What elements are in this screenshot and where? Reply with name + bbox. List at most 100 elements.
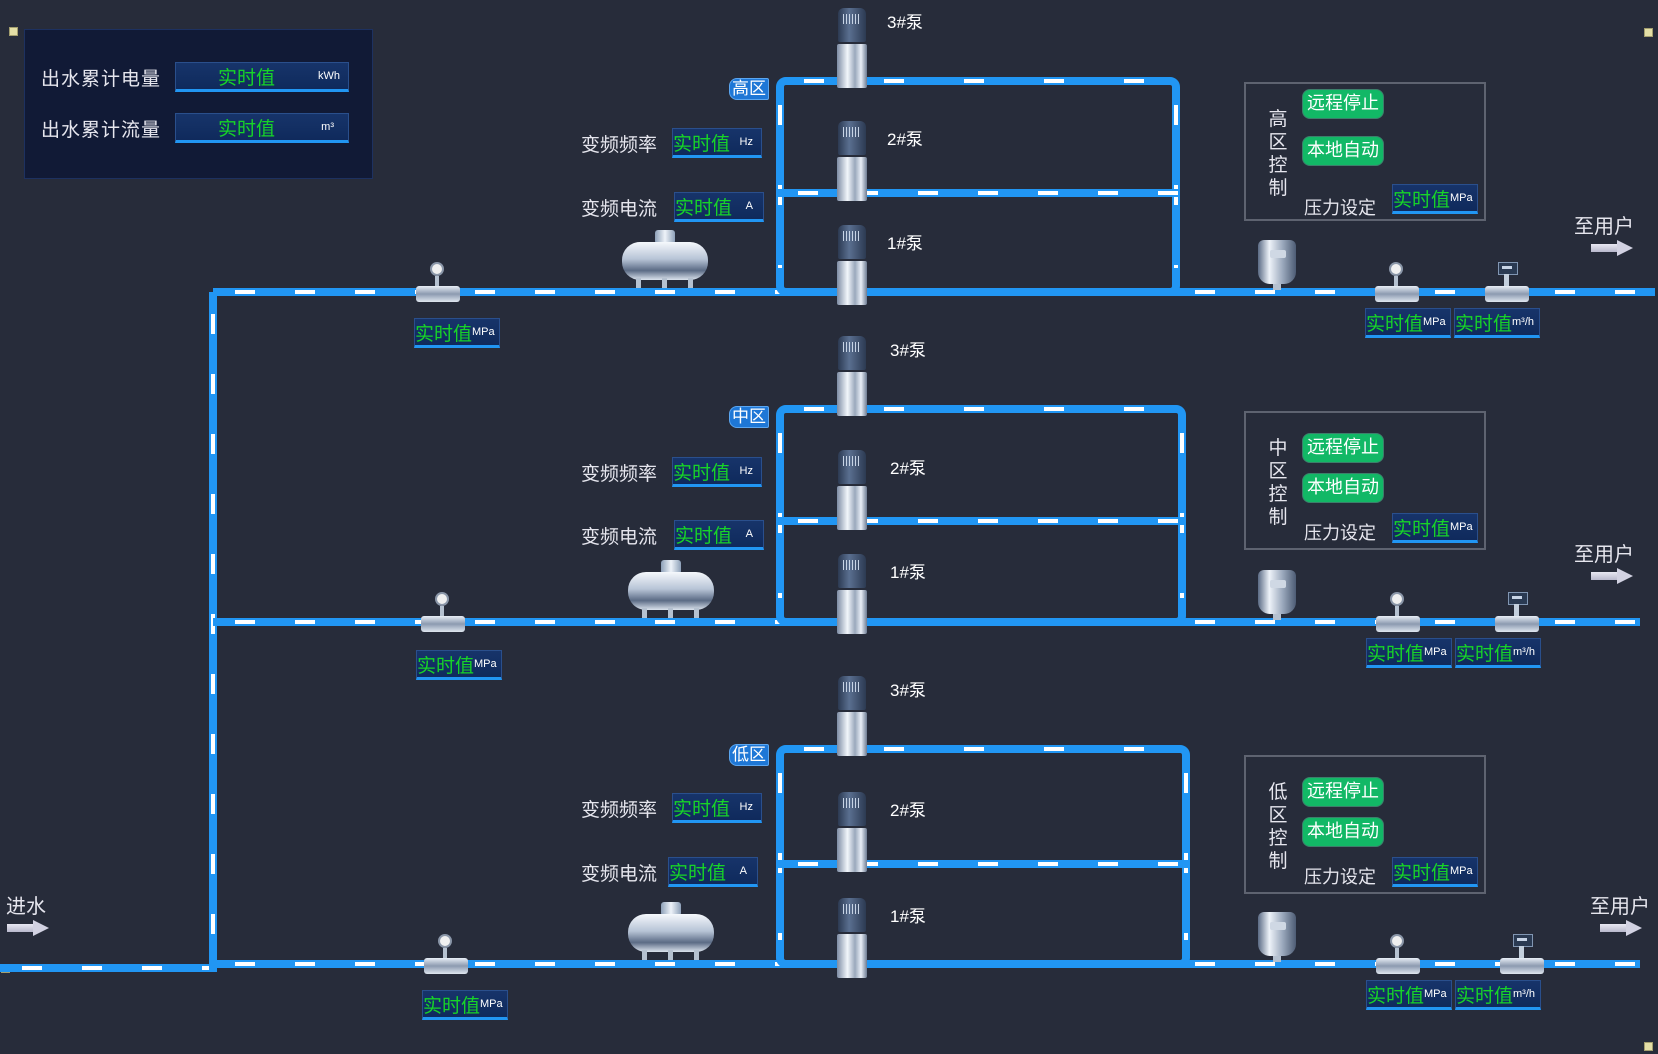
- pipe-inlet-main: [0, 964, 215, 972]
- horizontal-tank-mid: [628, 558, 714, 620]
- outlet-pressure-unit-mid: MPa: [1424, 646, 1447, 658]
- pressure-setpoint-label-low: 压力设定: [1304, 867, 1376, 888]
- pump-label-low-1: 1#泵: [890, 907, 926, 926]
- pipe-riser: [209, 292, 217, 972]
- outlet-flow-value-high: 实时值: [1455, 312, 1513, 335]
- pressure-setpoint-value-low: 实时值: [1393, 861, 1451, 884]
- current-value-box-mid: 实时值 A: [674, 520, 764, 550]
- pressure-gauge-mid-outlet: [1376, 592, 1420, 636]
- pump-label-mid-3: 3#泵: [890, 341, 926, 360]
- flow-meter-high: [1485, 262, 1529, 306]
- pump-mid-3[interactable]: [834, 336, 870, 418]
- control-title-low: 低区控制: [1268, 781, 1288, 872]
- pump-label-high-3: 3#泵: [887, 13, 923, 32]
- pump-mid-1[interactable]: [834, 554, 870, 636]
- current-label-high: 变频电流: [581, 198, 658, 220]
- pump-mid-2[interactable]: [834, 450, 870, 532]
- remote-stop-button-high[interactable]: 远程停止: [1302, 89, 1384, 119]
- pump-high-1[interactable]: [834, 225, 870, 307]
- flow-total-unit: m³: [321, 121, 334, 133]
- freq-label-low: 变频频率: [581, 799, 658, 821]
- freq-value-box-low: 实时值 Hz: [672, 793, 762, 823]
- pump-high-2[interactable]: [834, 121, 870, 203]
- current-value-box-low: 实时值 A: [668, 857, 758, 887]
- flow-total-value: 实时值: [218, 117, 276, 140]
- current-label-mid: 变频电流: [581, 526, 658, 548]
- pressure-setpoint-box-high[interactable]: 实时值 MPa: [1392, 184, 1478, 214]
- pressure-setpoint-label-high: 压力设定: [1304, 198, 1376, 219]
- pump-high-3[interactable]: [834, 8, 870, 90]
- pump-low-3[interactable]: [834, 676, 870, 758]
- outlet-pressure-unit-high: MPa: [1423, 316, 1446, 328]
- pipe-high-pump-loop: [776, 77, 1180, 296]
- flow-meter-low: [1500, 934, 1544, 978]
- outlet-flow-box-mid: 实时值 m³/h: [1455, 638, 1541, 668]
- pressure-gauge-low-inlet: [424, 934, 468, 978]
- pump-low-1[interactable]: [834, 898, 870, 980]
- remote-stop-button-mid[interactable]: 远程停止: [1302, 433, 1384, 463]
- outlet-flow-unit-high: m³/h: [1512, 316, 1535, 328]
- control-panel-low: 低区控制 远程停止 本地自动 压力设定 实时值 MPa: [1244, 755, 1486, 894]
- pump-label-high-2: 2#泵: [887, 130, 923, 149]
- freq-value-low: 实时值: [673, 797, 731, 820]
- freq-unit-high: Hz: [739, 136, 753, 148]
- zone-tag-mid: 中区: [729, 406, 769, 428]
- inlet-pressure-value-mid: 实时值: [417, 654, 475, 677]
- pressure-gauge-high-outlet: [1375, 262, 1419, 306]
- current-value-mid: 实时值: [675, 524, 733, 547]
- energy-label: 出水累计电量: [41, 67, 162, 90]
- freq-label-high: 变频频率: [581, 134, 658, 156]
- pump-label-mid-2: 2#泵: [890, 459, 926, 478]
- pressure-setpoint-label-mid: 压力设定: [1304, 523, 1376, 544]
- energy-unit: kWh: [318, 70, 340, 82]
- pressure-setpoint-box-mid[interactable]: 实时值 MPa: [1392, 513, 1478, 543]
- zone-tag-low: 低区: [729, 744, 769, 766]
- current-label-low: 变频电流: [581, 863, 658, 885]
- energy-value: 实时值: [218, 66, 276, 89]
- summary-panel: 出水累计电量 实时值 kWh 出水累计流量 实时值 m³: [24, 29, 373, 179]
- outlet-pressure-unit-low: MPa: [1424, 988, 1447, 1000]
- freq-value-mid: 实时值: [673, 461, 731, 484]
- outlet-pressure-value-high: 实时值: [1366, 312, 1424, 335]
- remote-stop-button-low[interactable]: 远程停止: [1302, 777, 1384, 807]
- pressure-tank-low: [1258, 912, 1296, 962]
- flow-total-label: 出水累计流量: [41, 118, 162, 141]
- dest-label-low: 至用户: [1590, 894, 1650, 918]
- pressure-gauge-mid-inlet: [421, 592, 465, 636]
- outlet-pressure-value-low: 实时值: [1367, 984, 1425, 1007]
- current-value-box-high: 实时值 A: [674, 192, 764, 222]
- pressure-setpoint-box-low[interactable]: 实时值 MPa: [1392, 857, 1478, 887]
- pressure-setpoint-value-mid: 实时值: [1393, 517, 1451, 540]
- inlet-pressure-unit-low: MPa: [480, 998, 503, 1010]
- horizontal-tank-high: [622, 228, 708, 290]
- current-value-high: 实时值: [675, 196, 733, 219]
- pipe-mid-mid-branch: [776, 517, 1186, 525]
- horizontal-tank-low: [628, 900, 714, 962]
- control-panel-high: 高区控制 远程停止 本地自动 压力设定 实时值 MPa: [1244, 82, 1486, 221]
- flow-total-value-box: 实时值 m³: [175, 113, 349, 143]
- pressure-gauge-high-inlet: [416, 262, 460, 306]
- freq-value-box-high: 实时值 Hz: [672, 128, 762, 158]
- outlet-flow-unit-low: m³/h: [1513, 988, 1536, 1000]
- summary-row-flow: 出水累计流量 实时值 m³: [41, 113, 349, 143]
- outlet-flow-value-low: 实时值: [1456, 984, 1514, 1007]
- outlet-arrow-icon-mid: [1591, 568, 1633, 584]
- local-auto-button-high[interactable]: 本地自动: [1302, 136, 1384, 166]
- control-panel-mid: 中区控制 远程停止 本地自动 压力设定 实时值 MPa: [1244, 411, 1486, 550]
- freq-label-mid: 变频频率: [581, 463, 658, 485]
- local-auto-button-low[interactable]: 本地自动: [1302, 817, 1384, 847]
- local-auto-button-mid[interactable]: 本地自动: [1302, 473, 1384, 503]
- freq-unit-low: Hz: [739, 801, 753, 813]
- inlet-pressure-box-mid: 实时值 MPa: [416, 650, 502, 680]
- pressure-setpoint-unit-low: MPa: [1450, 865, 1473, 877]
- pressure-tank-high: [1258, 240, 1296, 290]
- pump-low-2[interactable]: [834, 792, 870, 874]
- dest-label-high: 至用户: [1574, 214, 1634, 238]
- outlet-arrow-icon-low: [1600, 920, 1642, 936]
- outlet-pressure-box-mid: 实时值 MPa: [1366, 638, 1452, 668]
- pump-label-high-1: 1#泵: [887, 234, 923, 253]
- zone-tag-high: 高区: [729, 78, 769, 100]
- outlet-pressure-box-low: 实时值 MPa: [1366, 980, 1452, 1010]
- inlet-pressure-unit-mid: MPa: [474, 658, 497, 670]
- current-value-low: 实时值: [669, 861, 727, 884]
